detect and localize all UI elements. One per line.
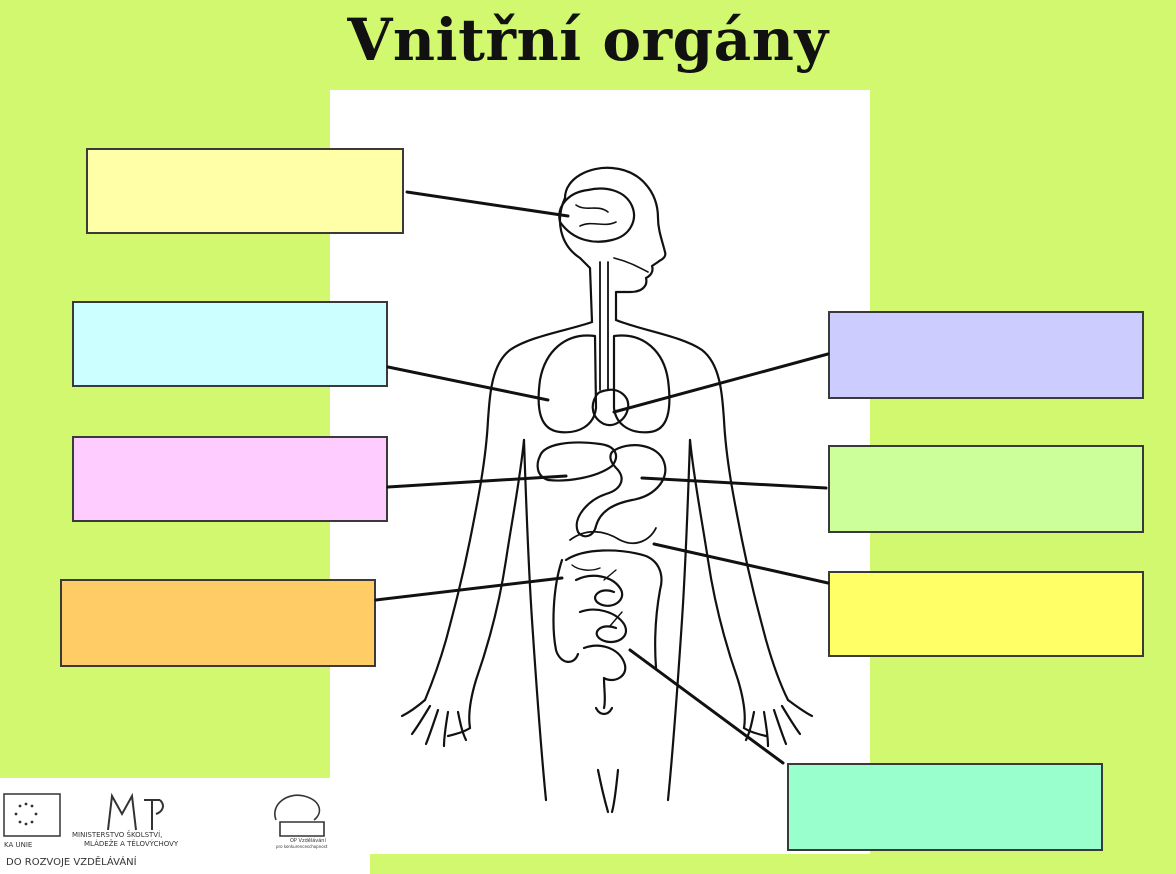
msmt-logo-icon: [108, 796, 163, 830]
brain: [559, 189, 634, 242]
large-intestine: [554, 550, 662, 668]
pointer-lungs: [388, 367, 548, 400]
torso-left: [524, 440, 546, 800]
pointer-liver: [388, 476, 566, 487]
liver: [538, 443, 616, 481]
hand-right: [744, 700, 812, 746]
op-text-2: pro konkurenceschopnost: [276, 844, 328, 849]
pointer-small-intestine: [376, 578, 562, 600]
eu-flag-icon: [4, 794, 60, 836]
lung-left: [539, 335, 596, 432]
crotch: [598, 770, 618, 812]
torso-right: [668, 440, 690, 800]
eu-text: KA UNIE: [4, 841, 32, 849]
op-logo-icon: [275, 795, 324, 836]
heart: [593, 390, 628, 425]
pointer-stomach: [642, 478, 826, 488]
ministry-text-1: MINISTERSTVO ŠKOLSTVÍ,: [72, 830, 162, 839]
footer-logos: [4, 794, 324, 836]
ministry-text-2: MLÁDEŽE A TĚLOVÝCHOVY: [84, 839, 179, 848]
pointer-heart: [614, 354, 828, 412]
hand-left: [402, 700, 470, 746]
pointer-bottom: [630, 650, 783, 763]
stomach: [577, 445, 666, 536]
op-text-1: OP Vzdělávání: [290, 837, 326, 844]
pointer-brain: [407, 192, 568, 216]
slogan-text: DO ROZVOJE VZDĚLÁVÁNÍ: [6, 855, 137, 868]
body-right-outline: [616, 320, 788, 700]
small-intestine: [576, 576, 626, 714]
pointer-large-intestine: [654, 544, 828, 583]
